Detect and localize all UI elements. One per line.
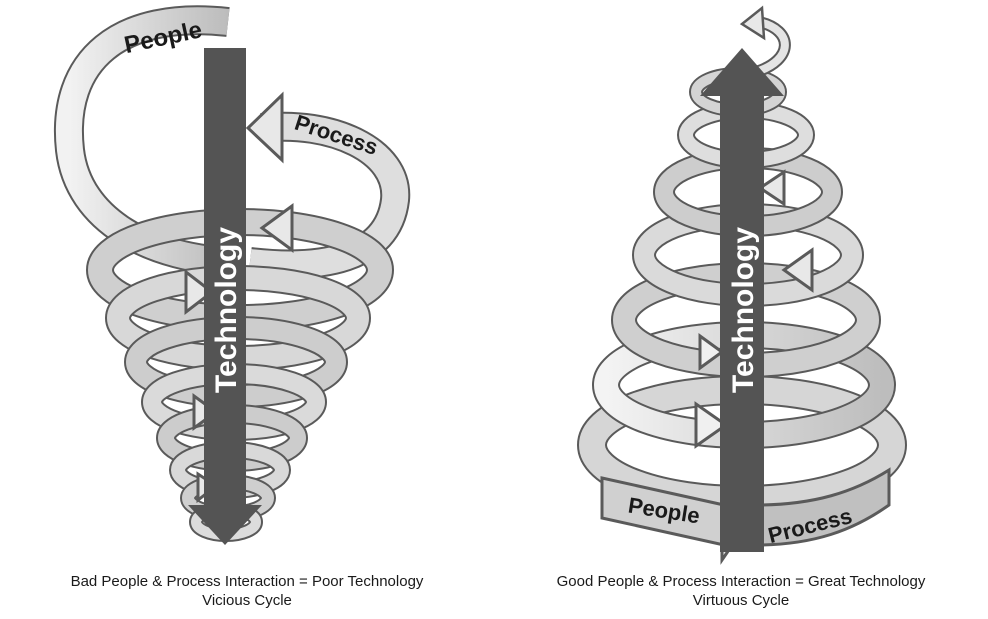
caption-line-2: Virtuous Cycle [692, 592, 790, 609]
technology-arrowhead-up-icon [700, 48, 784, 96]
ring-arrowhead-icon [694, 401, 729, 449]
process-loop-ribbon [245, 91, 411, 280]
technology-label: Technology [210, 227, 243, 393]
ring-arrowhead-icon [698, 333, 725, 371]
ring-arrowhead-icon [184, 268, 215, 316]
process-arrowhead-icon [245, 91, 284, 164]
technology-arrowhead-down-icon [188, 505, 262, 545]
caption-line-1: Bad People & Process Interaction = Poor … [70, 573, 424, 590]
vicious-cycle-caption: Bad People & Process Interaction = Poor … [0, 572, 494, 610]
ring-arrowhead-icon [781, 247, 814, 293]
virtuous-cycle-diagram: People Process Technology [577, 5, 907, 565]
caption-line-2: Vicious Cycle [202, 592, 292, 609]
technology-label: Technology [727, 227, 760, 393]
vicious-cycle-panel: Technology People Process Bad People & P… [0, 5, 494, 610]
technology-arrow: Technology [700, 48, 784, 552]
process-label-group: Process [292, 110, 381, 160]
process-label: Process [292, 110, 381, 160]
ring-arrowhead-icon [757, 169, 786, 207]
vicious-cycle-diagram: Technology People Process [53, 5, 411, 545]
virtuous-cycle-panel: People Process Technology Good People & … [494, 0, 988, 619]
caption-line-1: Good People & Process Interaction = Grea… [556, 573, 926, 590]
process-ribbon: Process [754, 467, 891, 548]
virtuous-cycle-caption: Good People & Process Interaction = Grea… [494, 572, 988, 610]
ring-arrowhead-icon [259, 203, 294, 253]
people-loop-ribbon [53, 5, 241, 277]
top-curl-arrowhead-icon [739, 5, 766, 41]
technology-arrow: Technology [188, 48, 262, 545]
